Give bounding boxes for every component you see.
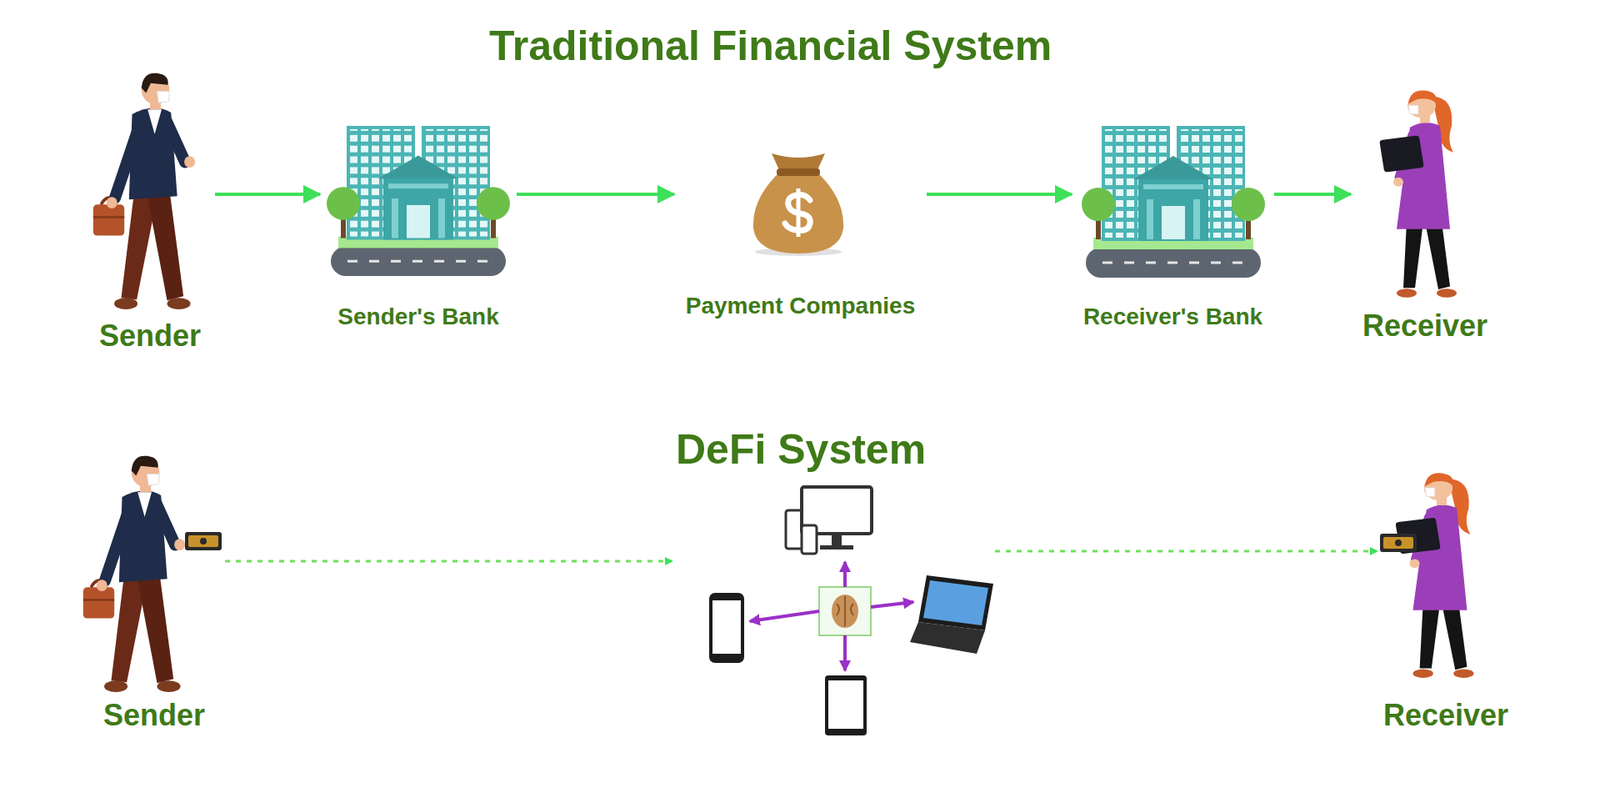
actor-node: Receiver's Bank xyxy=(1078,122,1268,331)
phone xyxy=(709,592,745,663)
actor-node: Sender's Bank xyxy=(326,122,510,331)
flow-arrow xyxy=(926,192,1072,196)
section-heading: DeFi System xyxy=(675,424,926,475)
actor-node: Receiver xyxy=(1357,81,1493,344)
flow-arrow xyxy=(516,192,675,196)
receiver-figure xyxy=(1379,90,1457,297)
node-label: Sender xyxy=(103,696,205,733)
actor-node: Sender xyxy=(95,449,213,733)
receiver-figure xyxy=(1395,472,1474,678)
wallet xyxy=(185,531,222,550)
actor-node: Sender xyxy=(91,66,209,354)
dotted-arrow xyxy=(225,560,672,563)
sender-figure xyxy=(93,73,195,310)
bank-building xyxy=(1081,125,1265,278)
node-label: Receiver xyxy=(1362,307,1488,344)
tablet xyxy=(825,675,867,735)
bank-building xyxy=(326,125,510,276)
network-hub xyxy=(750,561,914,670)
wallet xyxy=(1380,533,1417,552)
sender-figure xyxy=(83,455,185,692)
node-label: Receiver xyxy=(1383,696,1509,733)
actor-node: Payment Companies xyxy=(680,148,920,320)
flow-arrow xyxy=(1274,192,1351,196)
node-label: Sender's Bank xyxy=(337,302,499,331)
node-label: Receiver's Bank xyxy=(1083,302,1263,331)
dotted-arrow xyxy=(995,550,1377,553)
node-label: Payment Companies xyxy=(685,291,915,320)
money-bag xyxy=(753,153,844,256)
section-heading: Traditional Financial System xyxy=(489,20,1052,71)
actor-node: Receiver xyxy=(1378,464,1514,733)
laptop xyxy=(910,575,994,654)
flow-arrow xyxy=(215,192,320,196)
desktop-devices xyxy=(785,486,872,554)
node-label: Sender xyxy=(99,317,201,354)
